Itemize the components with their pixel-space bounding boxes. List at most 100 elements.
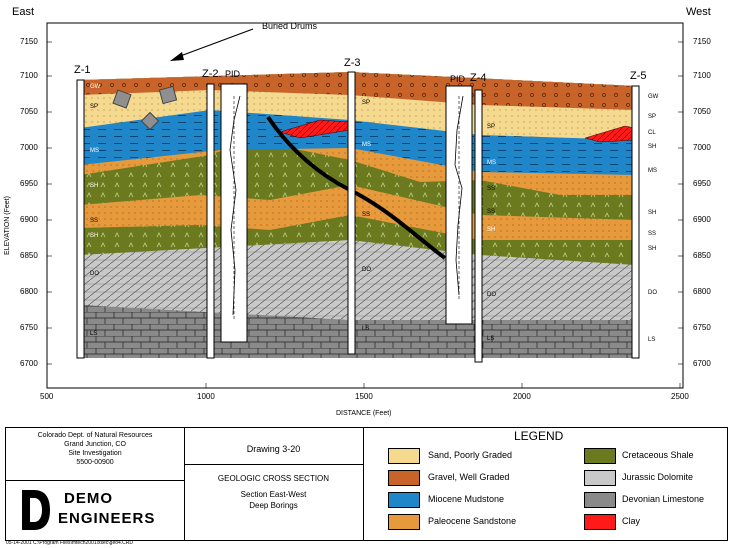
- y-tick-r-7000: 7000: [693, 143, 711, 152]
- x-tick-500: 500: [40, 392, 54, 401]
- org-block: Colorado Dept. of Natural Resources Gran…: [37, 432, 153, 466]
- unit-label: SH: [648, 210, 657, 216]
- unit-label: MS: [648, 168, 657, 174]
- well-z4[interactable]: [474, 89, 483, 363]
- well-z5[interactable]: [631, 85, 640, 359]
- y-tick-7000: 7000: [20, 143, 38, 152]
- west-label: West: [686, 6, 711, 18]
- legend-swatch-limestone: [584, 492, 616, 508]
- unit-label: SH: [648, 246, 657, 252]
- y-tick-6850: 6850: [20, 251, 38, 260]
- unit-label: MS: [90, 148, 99, 154]
- legend-swatch-dolomite: [584, 470, 616, 486]
- legend-label-mudstone: Miocene Mudstone: [428, 494, 505, 504]
- unit-label: MS: [487, 160, 496, 166]
- y-tick-r-6700: 6700: [693, 359, 711, 368]
- y-tick-r-6750: 6750: [693, 323, 711, 332]
- legend-swatch-sandstone: [388, 514, 420, 530]
- well-z3[interactable]: [347, 71, 356, 355]
- unit-label: LS: [362, 326, 370, 332]
- unit-label: CL: [648, 130, 656, 136]
- legend-label-clay: Clay: [622, 516, 641, 526]
- well-z2[interactable]: [206, 83, 215, 359]
- y-tick-r-6950: 6950: [693, 179, 711, 188]
- y-ticks: [46, 41, 683, 388]
- strata-left: [80, 72, 350, 358]
- y-tick-7150: 7150: [20, 37, 38, 46]
- y-tick-6750: 6750: [20, 323, 38, 332]
- well-z1[interactable]: [76, 79, 85, 359]
- strata-right: [350, 72, 635, 358]
- x-tick-2500: 2500: [671, 392, 689, 401]
- cross-section-diagram: [46, 22, 684, 389]
- legend-swatch-gravel: [388, 470, 420, 486]
- unit-label: DO: [90, 271, 99, 277]
- legend-label-gravel: Gravel, Well Graded: [428, 472, 510, 482]
- legend-label-sand: Sand, Poorly Graded: [428, 450, 513, 460]
- buried-drums-label: Buried Drums: [262, 21, 318, 31]
- legend-label-shale: Cretaceous Shale: [622, 450, 694, 460]
- legend-swatch-mudstone: [388, 492, 420, 508]
- annotation-arrow: [174, 28, 254, 59]
- y-tick-r-7100: 7100: [693, 71, 711, 80]
- unit-label: SS: [362, 212, 371, 218]
- y-tick-r-7150: 7150: [693, 37, 711, 46]
- well-label-z5: Z-5: [630, 70, 647, 82]
- pid-profile-z4: [445, 85, 473, 325]
- y-tick-6950: 6950: [20, 179, 38, 188]
- unit-label: SS: [487, 209, 496, 215]
- legend-swatch-shale: [584, 448, 616, 464]
- x-axis-label: DISTANCE (Feet): [336, 410, 392, 417]
- pid-label-z2: PID: [225, 69, 241, 79]
- well-label-z1: Z-1: [74, 64, 91, 76]
- unit-label: SH: [487, 227, 496, 233]
- unit-label: SH: [648, 144, 657, 150]
- unit-label: GW: [90, 84, 101, 90]
- unit-label: SS: [90, 218, 99, 224]
- east-label: East: [12, 6, 35, 18]
- x-tick-2000: 2000: [513, 392, 531, 401]
- drawing-number: Drawing 3-20: [246, 444, 301, 454]
- unit-label: DO: [362, 267, 371, 273]
- unit-label: SS: [487, 186, 496, 192]
- title-block: Colorado Dept. of Natural Resources Gran…: [5, 427, 728, 541]
- drawing-subtitle-2: Deep Borings: [249, 501, 298, 510]
- unit-label: SP: [90, 104, 99, 110]
- legend-label-sandstone: Paleocene Sandstone: [428, 516, 517, 526]
- y-axis-label: ELEVATION (Feet): [3, 196, 11, 255]
- y-tick-r-6850: 6850: [693, 251, 711, 260]
- unit-label: MS: [362, 142, 371, 148]
- unit-label: LS: [648, 337, 656, 343]
- well-label-z2: Z-2: [202, 68, 219, 80]
- unit-label: LS: [487, 336, 495, 342]
- unit-label: GW: [648, 94, 659, 100]
- unit-label: SP: [487, 124, 496, 130]
- drawing-title: GEOLOGIC CROSS SECTION: [217, 474, 330, 483]
- unit-label: LS: [90, 331, 98, 337]
- buried-drums-icon: [112, 85, 178, 131]
- y-tick-6900: 6900: [20, 215, 38, 224]
- drawing-subtitle-1: Section East-West: [240, 490, 307, 499]
- legend-swatch-sand: [388, 448, 420, 464]
- well-label-z4: Z-4: [470, 72, 487, 84]
- footer-path: 05-14-2001 C:\Program Files\mtech2001\xs…: [6, 540, 134, 546]
- logo-top-text: DEMO: [64, 490, 113, 507]
- legend-title: LEGEND: [514, 429, 564, 443]
- x-tick-1000: 1000: [197, 392, 215, 401]
- pid-profile-z2: [220, 83, 248, 343]
- demo-logo-icon: [20, 488, 52, 532]
- unit-label: SS: [648, 231, 657, 237]
- unit-label: SH: [90, 183, 99, 189]
- unit-label: SP: [362, 100, 371, 106]
- unit-label: SH: [90, 233, 99, 239]
- well-label-z3: Z-3: [344, 57, 361, 69]
- legend-label-dolomite: Jurassic Dolomite: [622, 472, 694, 482]
- y-tick-r-7050: 7050: [693, 107, 711, 116]
- unit-label: DO: [648, 290, 657, 296]
- pid-label-z4: PID: [450, 74, 466, 84]
- legend-swatch-clay: [584, 514, 616, 530]
- y-tick-7050: 7050: [20, 107, 38, 116]
- unit-label: SP: [648, 114, 657, 120]
- y-tick-7100: 7100: [20, 71, 38, 80]
- y-tick-r-6800: 6800: [693, 287, 711, 296]
